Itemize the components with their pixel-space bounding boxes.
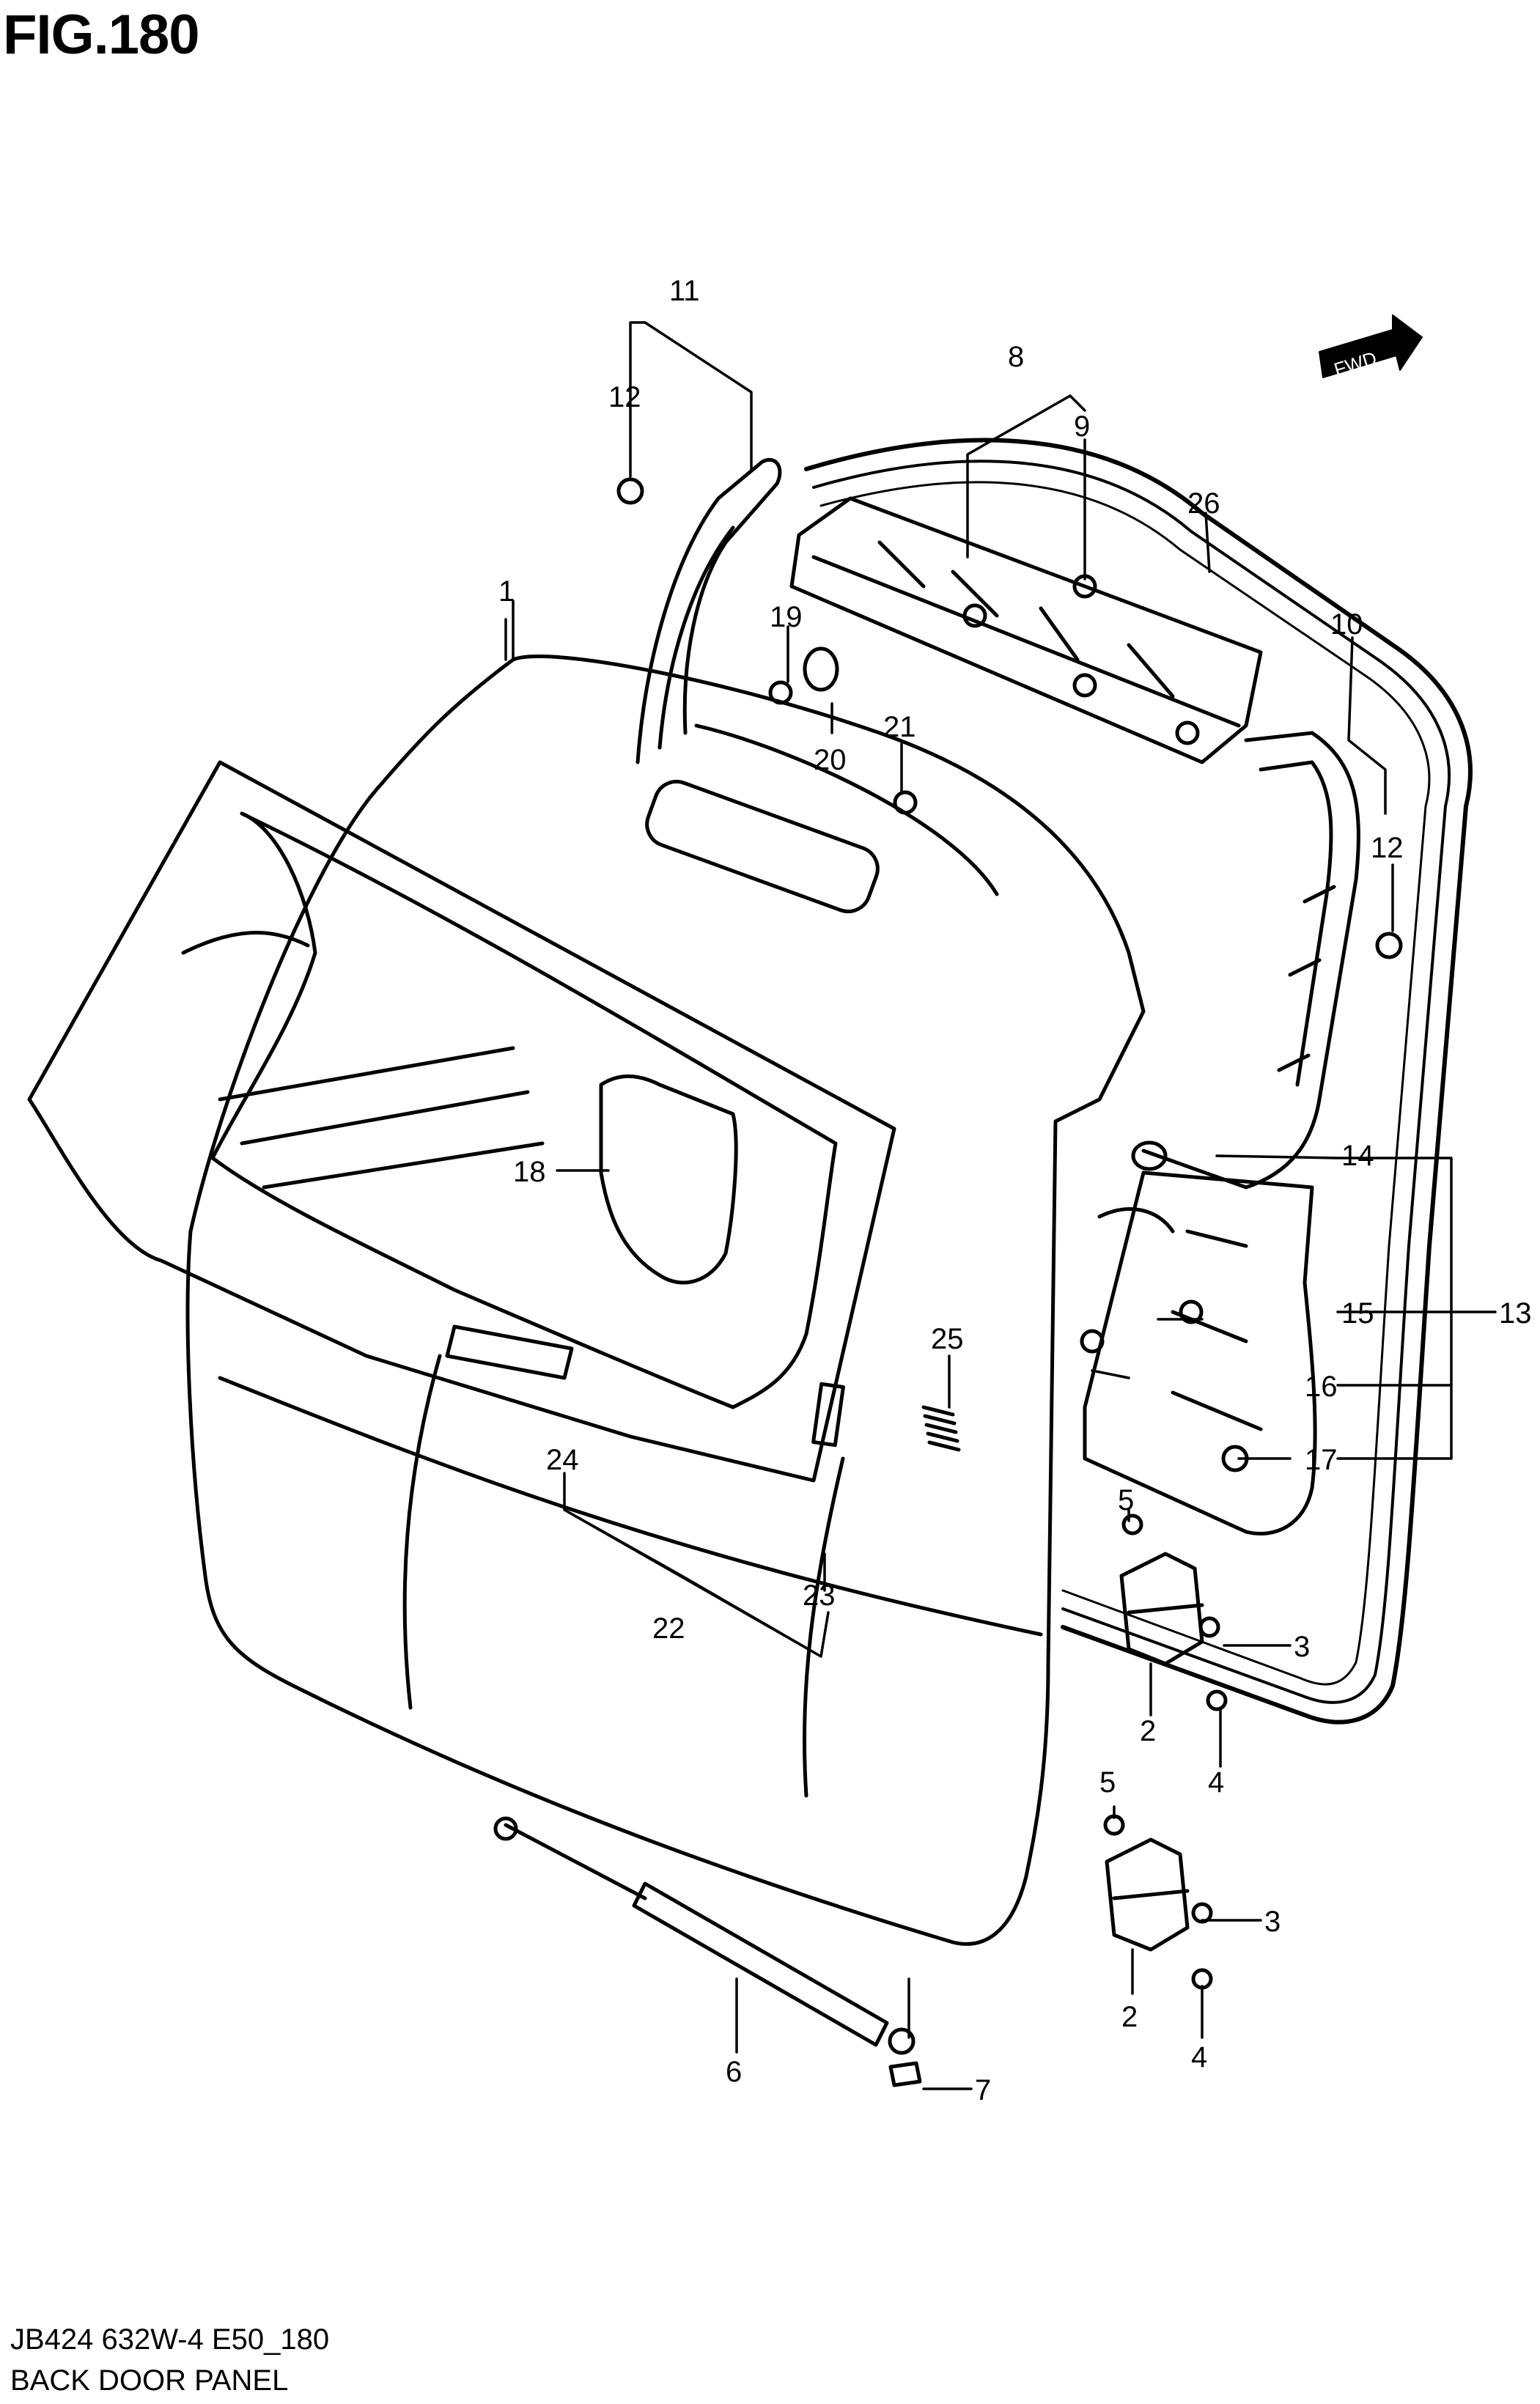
door-trim-board-shape — [27, 760, 896, 1483]
callout-22: 22 — [652, 1612, 685, 1645]
callout-5-lower: 5 — [1099, 1766, 1116, 1799]
callout-18: 18 — [513, 1156, 546, 1188]
lower-trim-assembly-shape — [1083, 1170, 1317, 1535]
callout-12-right: 12 — [1371, 832, 1404, 864]
callout-3-upper: 3 — [1294, 1631, 1310, 1663]
figure-title: FIG.180 — [3, 4, 200, 66]
callout-2-upper: 2 — [1140, 1715, 1156, 1747]
upper-hinge-shape — [1119, 1513, 1228, 1711]
callout-25: 25 — [931, 1323, 964, 1355]
callout-8: 8 — [1008, 341, 1024, 373]
weatherstrip-shape — [804, 438, 1473, 1725]
lower-hinge-shape — [1103, 1814, 1213, 1990]
callout-21: 21 — [883, 711, 916, 743]
catalog-code: JB424 632W-4 E50_180 — [10, 2323, 330, 2356]
callout-4-upper: 4 — [1208, 1766, 1224, 1799]
callout-9: 9 — [1074, 410, 1090, 443]
side-trim-right-shape — [1141, 731, 1360, 1190]
callout-16: 16 — [1305, 1371, 1338, 1403]
callout-12-left: 12 — [608, 381, 641, 413]
callout-26: 26 — [1187, 487, 1220, 520]
callout-14: 14 — [1341, 1140, 1374, 1172]
callout-2-lower: 2 — [1121, 2001, 1138, 2033]
side-trim-left-shape — [635, 457, 782, 764]
callout-5-upper: 5 — [1118, 1484, 1134, 1516]
callout-7: 7 — [975, 2074, 991, 2106]
callout-11: 11 — [669, 275, 700, 307]
figure-caption: BACK DOOR PANEL — [10, 2364, 289, 2397]
callout-19: 19 — [770, 601, 803, 633]
gas-stay-shape — [493, 1816, 915, 2055]
callout-10: 10 — [1330, 608, 1363, 641]
upper-trim-shape — [789, 496, 1263, 764]
clips-shape — [616, 477, 1403, 1472]
callout-3-lower: 3 — [1264, 1906, 1281, 1938]
callout-15: 15 — [1341, 1297, 1374, 1330]
fwd-direction-badge — [1319, 314, 1423, 378]
callout-13: 13 — [1499, 1297, 1532, 1330]
callout-6: 6 — [726, 2056, 742, 2088]
callout-1: 1 — [498, 575, 515, 608]
callout-numbers: 1 2 2 3 3 4 4 5 5 6 7 8 9 10 11 12 12 13… — [498, 275, 1532, 2106]
nut-shape — [888, 2061, 922, 2087]
leader-lines — [504, 321, 1497, 2090]
callout-4-lower: 4 — [1191, 2041, 1207, 2073]
callout-24: 24 — [546, 1444, 579, 1476]
callout-23: 23 — [803, 1579, 836, 1612]
seal-strip-shape — [811, 1382, 845, 1448]
back-door-panel-shape — [185, 655, 1146, 1946]
callout-17: 17 — [1305, 1444, 1338, 1476]
callout-20: 20 — [814, 744, 847, 776]
spring-shape — [921, 1405, 961, 1452]
